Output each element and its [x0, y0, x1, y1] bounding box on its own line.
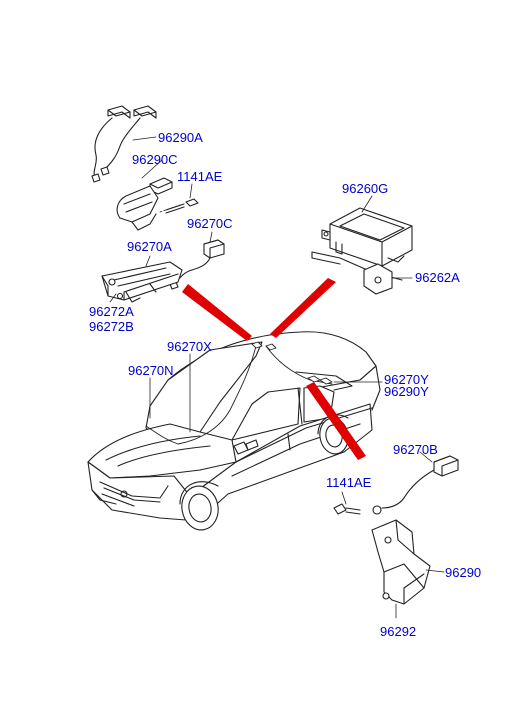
bracket-96290c [116, 159, 199, 231]
label-96272a[interactable]: 96272A [89, 304, 134, 319]
label-96270c[interactable]: 96270C [187, 216, 233, 231]
label-1141ae-bottom[interactable]: 1141AE [326, 475, 372, 490]
receiver-unit-96260g [311, 195, 413, 295]
label-96270b[interactable]: 96270B [393, 442, 438, 457]
label-96270y[interactable]: 96270Y [384, 372, 429, 387]
label-96272b[interactable]: 96272B [89, 319, 134, 334]
label-1141ae-top[interactable]: 1141AE [177, 169, 223, 184]
red-pointer-arrows [182, 278, 366, 460]
antenna-cable-96290a [91, 105, 157, 183]
label-96270n[interactable]: 96270N [128, 363, 174, 378]
label-96270a[interactable]: 96270A [127, 239, 172, 254]
label-96260g[interactable]: 96260G [342, 181, 389, 196]
label-96270x[interactable]: 96270X [167, 339, 212, 354]
label-96290c[interactable]: 96290C [132, 152, 178, 167]
label-96290y[interactable]: 96290Y [384, 384, 429, 399]
sedan-car-outline [87, 331, 383, 531]
cable-bracket-96270b-96290 [333, 451, 459, 619]
label-96290[interactable]: 96290 [445, 565, 482, 580]
label-96290a[interactable]: 96290A [158, 130, 203, 145]
label-96292[interactable]: 96292 [380, 624, 417, 639]
antenna-module-96270a [101, 255, 183, 303]
label-96262a[interactable]: 96262A [415, 270, 460, 285]
